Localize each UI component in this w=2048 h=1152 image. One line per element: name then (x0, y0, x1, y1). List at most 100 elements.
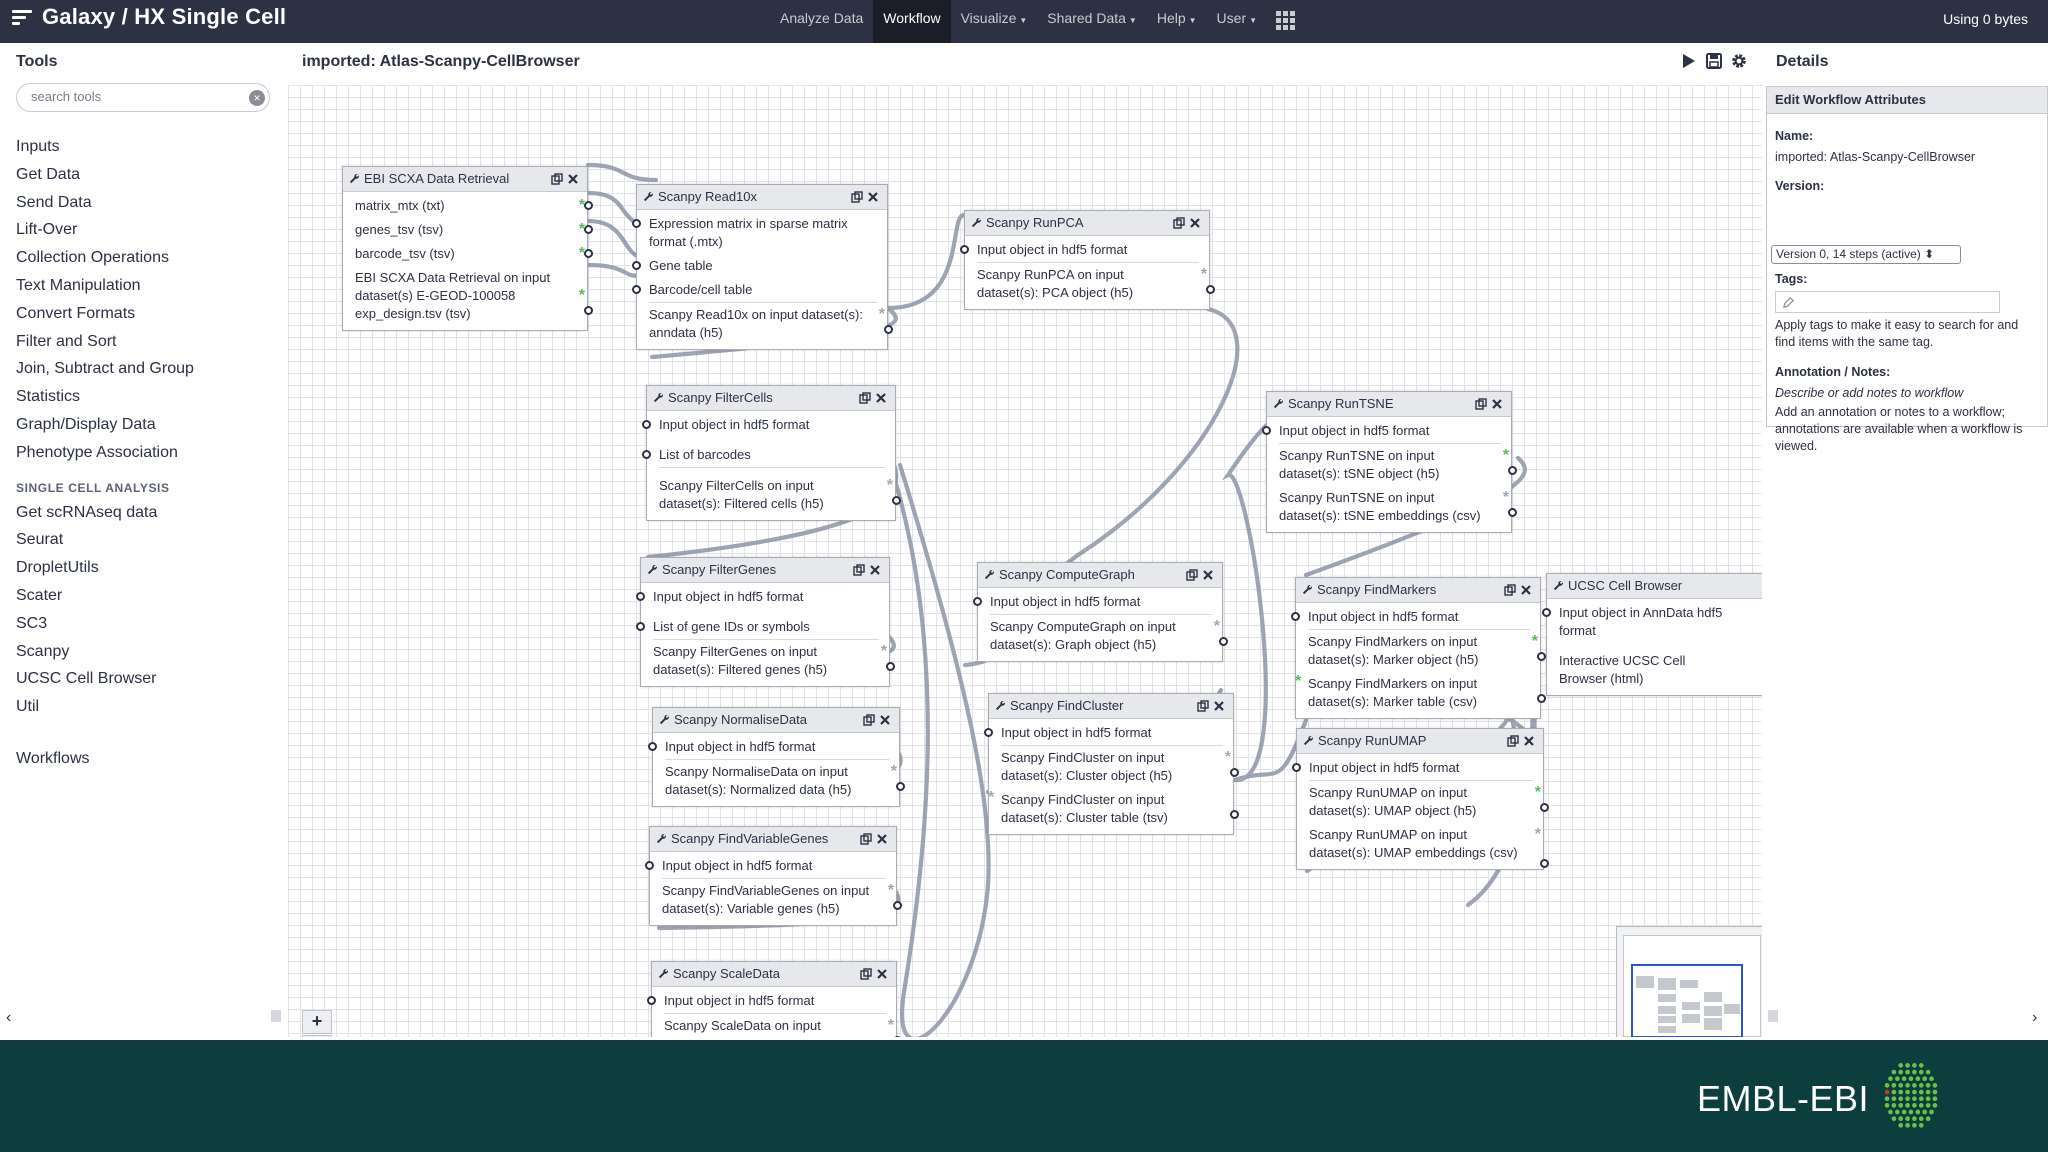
copy-node-icon[interactable] (853, 564, 865, 576)
node-scanpy-findmarkers[interactable]: Scanpy FindMarkers Input object in hdf5 … (1291, 577, 1546, 719)
close-node-icon[interactable] (1189, 217, 1201, 229)
output-terminal[interactable] (1537, 694, 1546, 703)
output-star-icon[interactable]: * (887, 1017, 894, 1034)
output-terminal[interactable] (1230, 768, 1239, 777)
tags-input[interactable] (1775, 291, 2000, 313)
output-star-icon[interactable]: * (578, 221, 585, 238)
output-star-icon[interactable]: * (886, 477, 893, 494)
output-star-icon[interactable]: * (1502, 447, 1509, 464)
output-terminal[interactable] (1540, 803, 1549, 812)
tool-section-seurat[interactable]: Seurat (16, 531, 64, 549)
output-star-icon[interactable]: * (1534, 784, 1541, 801)
output-star-icon[interactable]: * (1531, 633, 1538, 650)
output-terminal[interactable] (893, 901, 902, 910)
copy-node-icon[interactable] (859, 392, 871, 404)
input-terminal[interactable] (632, 285, 641, 294)
copy-node-icon[interactable] (1197, 700, 1209, 712)
save-icon[interactable] (1705, 52, 1723, 70)
node-scanpy-read10x[interactable]: Scanpy Read10x Expression matrix in spar… (632, 184, 893, 350)
output-terminal[interactable] (1508, 466, 1517, 475)
copy-node-icon[interactable] (860, 833, 872, 845)
tool-section-util[interactable]: Util (16, 698, 40, 716)
output-star-icon[interactable]: * (1224, 749, 1231, 766)
close-node-icon[interactable] (1523, 735, 1535, 747)
node-scanpy-runtsne[interactable]: Scanpy RunTSNE Input object in hdf5 form… (1262, 391, 1517, 533)
right-panel-drag-handle[interactable] (1768, 1010, 1778, 1022)
output-terminal[interactable] (884, 325, 893, 334)
node-scanpy-scaledata[interactable]: Scanpy ScaleData Input object in hdf5 fo… (647, 961, 902, 1037)
tool-section-convert-formats[interactable]: Convert Formats (16, 304, 136, 322)
output-star-icon[interactable]: * (988, 789, 995, 806)
output-star-icon[interactable]: * (878, 306, 885, 323)
tool-section-text-manipulation[interactable]: Text Manipulation (16, 276, 141, 294)
nav-workflow[interactable]: Workflow (873, 0, 951, 43)
input-terminal[interactable] (648, 742, 657, 751)
output-terminal[interactable] (1537, 652, 1546, 661)
output-star-icon[interactable]: * (1502, 489, 1509, 506)
tool-section-filter-and-sort[interactable]: Filter and Sort (16, 332, 117, 350)
nav-analyze-data[interactable]: Analyze Data (780, 10, 864, 26)
input-terminal[interactable] (636, 592, 645, 601)
close-node-icon[interactable] (567, 173, 579, 185)
tool-section-phenotype-association[interactable]: Phenotype Association (16, 443, 178, 461)
node-scanpy-runpca[interactable]: Scanpy RunPCA Input object in hdf5 forma… (960, 210, 1215, 310)
close-node-icon[interactable] (1491, 398, 1503, 410)
zoom-in-button[interactable]: + (302, 1010, 332, 1034)
output-terminal[interactable] (886, 662, 895, 671)
output-terminal[interactable] (1206, 285, 1215, 294)
version-select[interactable]: Version 0, 14 steps (active) ⬍ (1771, 245, 1961, 264)
output-star-icon[interactable]: * (1295, 673, 1302, 690)
copy-node-icon[interactable] (863, 714, 875, 726)
close-node-icon[interactable] (1520, 584, 1532, 596)
node-ebi-scxa-data-retrieval[interactable]: EBI SCXA Data Retrieval matrix_mtx (txt)… (342, 166, 593, 331)
node-scanpy-findvariablegenes[interactable]: Scanpy FindVariableGenes Input object in… (645, 826, 902, 926)
tool-section-dropletutils[interactable]: DropletUtils (16, 559, 99, 577)
left-panel-drag-handle[interactable] (271, 1010, 281, 1022)
workflow-canvas[interactable]: EBI SCXA Data Retrieval matrix_mtx (txt)… (288, 85, 1762, 1037)
node-scanpy-normalisedata[interactable]: Scanpy NormaliseData Input object in hdf… (648, 707, 905, 807)
output-terminal[interactable] (584, 249, 593, 258)
output-terminal[interactable] (584, 201, 593, 210)
input-terminal[interactable] (647, 996, 656, 1005)
input-terminal[interactable] (632, 219, 641, 228)
zoom-out-button[interactable]: − (302, 1035, 332, 1037)
output-terminal[interactable] (584, 225, 593, 234)
copy-node-icon[interactable] (1504, 584, 1516, 596)
input-terminal[interactable] (632, 261, 641, 270)
gear-icon[interactable] (1730, 52, 1748, 70)
output-star-icon[interactable]: * (880, 643, 887, 660)
tool-section-ucsc-cell-browser[interactable]: UCSC Cell Browser (16, 670, 157, 688)
copy-node-icon[interactable] (551, 173, 563, 185)
tool-section-get-data[interactable]: Get Data (16, 165, 81, 183)
tool-section-inputs[interactable]: Inputs (16, 138, 60, 155)
input-terminal[interactable] (642, 420, 651, 429)
tool-section-graph-display-data[interactable]: Graph/Display Data (16, 415, 156, 433)
overview-viewport[interactable] (1631, 964, 1743, 1037)
collapse-left-icon[interactable]: ‹ (6, 1009, 12, 1026)
nav-visualize[interactable]: Visualize▼ (960, 10, 1028, 26)
workflows-link[interactable]: Workflows (16, 750, 90, 767)
output-star-icon[interactable]: * (578, 245, 585, 262)
copy-node-icon[interactable] (860, 968, 872, 980)
node-scanpy-computegraph[interactable]: Scanpy ComputeGraph Input object in hdf5… (973, 562, 1228, 662)
output-star-icon[interactable]: * (890, 763, 897, 780)
close-node-icon[interactable] (869, 564, 881, 576)
quota-meter[interactable]: Using 0 bytes (1943, 11, 2028, 27)
nav-help[interactable]: Help▼ (1156, 10, 1197, 26)
tool-section-scanpy[interactable]: Scanpy (16, 642, 70, 660)
input-terminal[interactable] (973, 597, 982, 606)
output-terminal[interactable] (1540, 859, 1549, 868)
input-terminal[interactable] (636, 622, 645, 631)
output-terminal[interactable] (892, 496, 901, 505)
output-star-icon[interactable]: * (578, 197, 585, 214)
collapse-right-icon[interactable]: › (2032, 1009, 2038, 1026)
node-scanpy-filtergenes[interactable]: Scanpy FilterGenes Input object in hdf5 … (636, 557, 895, 687)
close-node-icon[interactable] (867, 191, 879, 203)
annotation-editor[interactable]: Describe or add notes to workflow (1775, 386, 1964, 400)
output-star-icon[interactable]: * (1213, 618, 1220, 635)
output-terminal[interactable] (896, 782, 905, 791)
brand-link[interactable]: Galaxy / HX Single Cell (12, 4, 286, 30)
close-node-icon[interactable] (875, 392, 887, 404)
node-scanpy-findcluster[interactable]: Scanpy FindCluster Input object in hdf5 … (984, 693, 1239, 835)
copy-node-icon[interactable] (1507, 735, 1519, 747)
